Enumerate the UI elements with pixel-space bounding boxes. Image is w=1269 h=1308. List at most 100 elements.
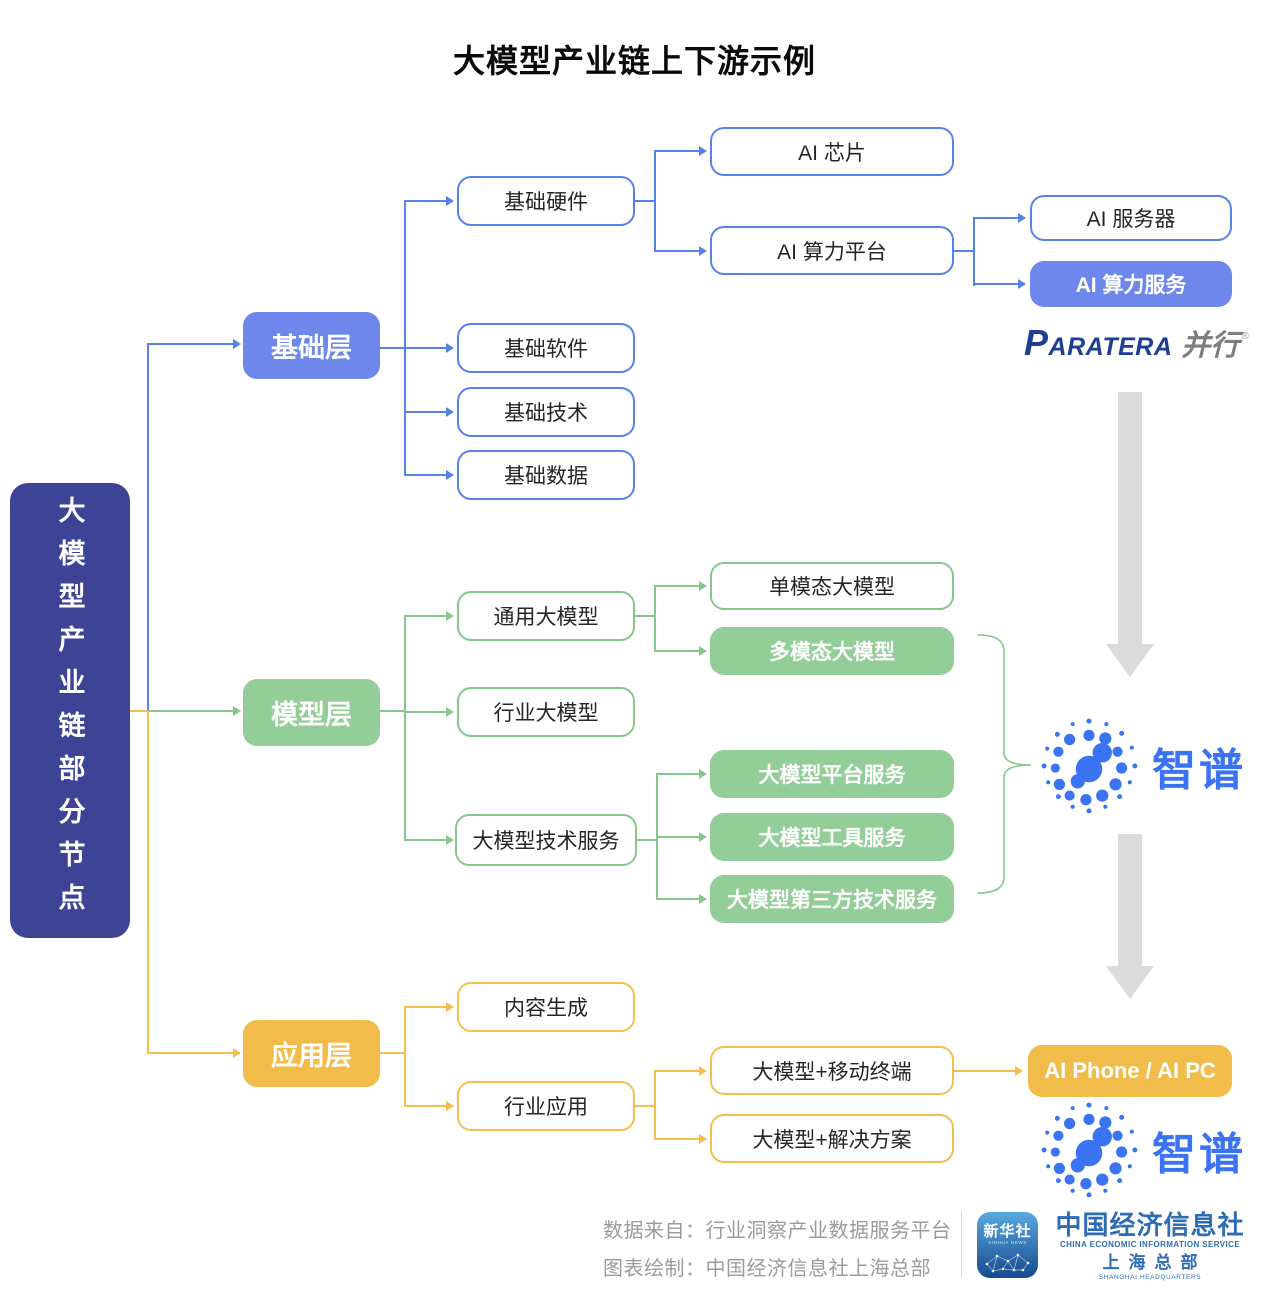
chart-credit-note: 图表绘制：中国经济信息社上海总部 bbox=[603, 1258, 931, 1280]
connector-trunk-stub bbox=[130, 710, 148, 712]
connector bbox=[654, 1138, 700, 1140]
node-ai-phone-pc: AI Phone / AI PC bbox=[1028, 1045, 1232, 1097]
paratera-wordmark: PARATERA bbox=[1024, 322, 1173, 363]
xinhua-logo: 新华社 XINHUA NEWS bbox=[977, 1212, 1038, 1278]
arrowhead bbox=[233, 339, 241, 349]
connector bbox=[380, 347, 404, 349]
footer-divider bbox=[961, 1212, 962, 1278]
connector bbox=[404, 1105, 447, 1107]
node-llm-mobile: 大模型+移动终端 bbox=[710, 1046, 954, 1095]
arrowhead bbox=[699, 1134, 707, 1144]
node-foundation-hardware: 基础硬件 bbox=[457, 176, 635, 226]
connector bbox=[654, 1070, 700, 1072]
arrowhead bbox=[1018, 213, 1026, 223]
arrowhead bbox=[699, 646, 707, 656]
connector bbox=[404, 200, 447, 202]
node-general-llm: 通用大模型 bbox=[457, 591, 635, 641]
connector bbox=[973, 217, 1019, 219]
connector bbox=[404, 711, 447, 713]
arrowhead bbox=[446, 196, 454, 206]
arrowhead bbox=[446, 470, 454, 480]
connector bbox=[656, 773, 700, 775]
flow-down-arrowhead-icon bbox=[1106, 966, 1154, 999]
connector bbox=[635, 1105, 655, 1107]
connector bbox=[404, 615, 447, 617]
arrowhead bbox=[446, 611, 454, 621]
ceis-name-en: CHINA ECONOMIC INFORMATION SERVICE bbox=[1059, 1240, 1241, 1249]
connector bbox=[654, 585, 700, 587]
connector-to-model bbox=[147, 710, 234, 712]
node-ai-server: AI 服务器 bbox=[1030, 195, 1232, 241]
connector bbox=[404, 411, 447, 413]
connector bbox=[637, 839, 657, 841]
ceis-branch: 上海总部 bbox=[1102, 1253, 1207, 1272]
node-llm-solution: 大模型+解决方案 bbox=[710, 1114, 954, 1163]
node-layer-model: 模型层 bbox=[243, 679, 380, 746]
node-content-generation: 内容生成 bbox=[457, 982, 635, 1032]
ceis-name: 中国经济信息社 bbox=[1055, 1211, 1245, 1240]
node-foundation-technology: 基础技术 bbox=[457, 387, 635, 437]
connector bbox=[635, 200, 655, 202]
connector bbox=[654, 586, 656, 652]
arrowhead bbox=[446, 835, 454, 845]
node-ai-computing-platform: AI 算力平台 bbox=[710, 226, 954, 275]
page-title: 大模型产业链上下游示例 bbox=[452, 43, 816, 79]
brace-connector bbox=[977, 634, 1032, 894]
node-llm-tech-service: 大模型技术服务 bbox=[455, 814, 637, 866]
connector bbox=[973, 218, 975, 286]
connector bbox=[654, 151, 656, 252]
connector bbox=[656, 898, 700, 900]
connector bbox=[404, 201, 406, 476]
arrowhead bbox=[1015, 1066, 1023, 1076]
connector-to-application bbox=[147, 1052, 234, 1054]
connector bbox=[654, 150, 700, 152]
connector bbox=[380, 710, 404, 712]
node-foundation-software: 基础软件 bbox=[457, 323, 635, 373]
xinhua-name-en: XINHUA NEWS bbox=[988, 1240, 1027, 1245]
connector bbox=[380, 1052, 404, 1054]
node-llm-platform-service: 大模型平台服务 bbox=[710, 750, 954, 798]
ceis-branch-en: SHANGHAI HEADQUARTERS bbox=[1098, 1274, 1202, 1281]
ceis-logo: 中国经济信息社 CHINA ECONOMIC INFORMATION SERVI… bbox=[1048, 1212, 1252, 1282]
network-pattern-icon bbox=[985, 1253, 1030, 1273]
connector-trunk-down-yellow bbox=[147, 711, 149, 1053]
arrowhead bbox=[699, 769, 707, 779]
node-layer-application: 应用层 bbox=[243, 1020, 380, 1087]
arrowhead bbox=[233, 706, 241, 716]
zhipu-logo: 智谱 bbox=[1038, 714, 1250, 818]
node-foundation-data: 基础数据 bbox=[457, 450, 635, 500]
connector bbox=[404, 1007, 406, 1106]
arrowhead bbox=[699, 894, 707, 904]
connector bbox=[654, 650, 700, 652]
flow-down-arrow bbox=[1118, 392, 1142, 644]
arrowhead bbox=[446, 343, 454, 353]
flow-down-arrow bbox=[1118, 834, 1142, 967]
arrowhead bbox=[233, 1048, 241, 1058]
node-llm-third-party-service: 大模型第三方技术服务 bbox=[710, 875, 954, 923]
connector-trunk-up-blue bbox=[147, 344, 149, 711]
connector bbox=[973, 283, 1019, 285]
registered-mark-icon: ® bbox=[1241, 331, 1249, 342]
node-layer-foundation: 基础层 bbox=[243, 312, 380, 379]
connector bbox=[635, 615, 655, 617]
flow-down-arrowhead-icon bbox=[1106, 644, 1154, 677]
arrowhead bbox=[699, 581, 707, 591]
zhipu-wordmark: 智谱 bbox=[1152, 746, 1246, 795]
node-ai-chip: AI 芯片 bbox=[710, 127, 954, 176]
connector bbox=[404, 347, 447, 349]
connector bbox=[954, 1070, 1016, 1072]
zhipu-dots-icon bbox=[1038, 1099, 1140, 1201]
paratera-logo: PARATERA 并行 ® bbox=[1024, 322, 1269, 366]
zhipu-dots-icon bbox=[1038, 715, 1140, 817]
arrowhead bbox=[699, 146, 707, 156]
node-llm-tool-service: 大模型工具服务 bbox=[710, 813, 954, 861]
node-ai-computing-service: AI 算力服务 bbox=[1030, 261, 1232, 307]
arrowhead bbox=[446, 407, 454, 417]
zhipu-logo: 智谱 bbox=[1038, 1098, 1250, 1202]
root-node: 大模型产业链部分节点 bbox=[10, 483, 130, 938]
arrowhead bbox=[446, 1002, 454, 1012]
connector bbox=[954, 250, 974, 252]
zhipu-wordmark: 智谱 bbox=[1152, 1130, 1246, 1179]
arrowhead bbox=[446, 707, 454, 717]
